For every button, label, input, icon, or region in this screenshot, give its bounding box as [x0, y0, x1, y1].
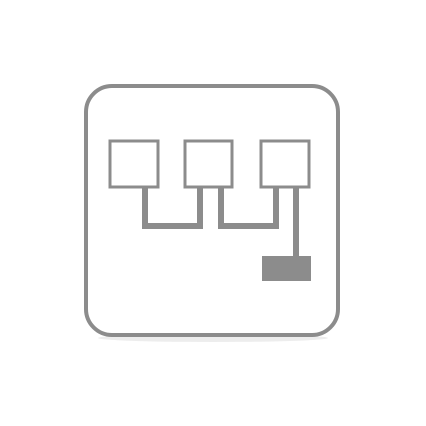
frame-outline [84, 84, 340, 337]
node-box-3 [259, 139, 311, 189]
connector-2-3 [218, 187, 279, 229]
node-box-2 [183, 139, 234, 189]
terminal-block [262, 256, 311, 281]
node-box-1 [108, 139, 160, 189]
connector-1-2 [142, 187, 203, 229]
